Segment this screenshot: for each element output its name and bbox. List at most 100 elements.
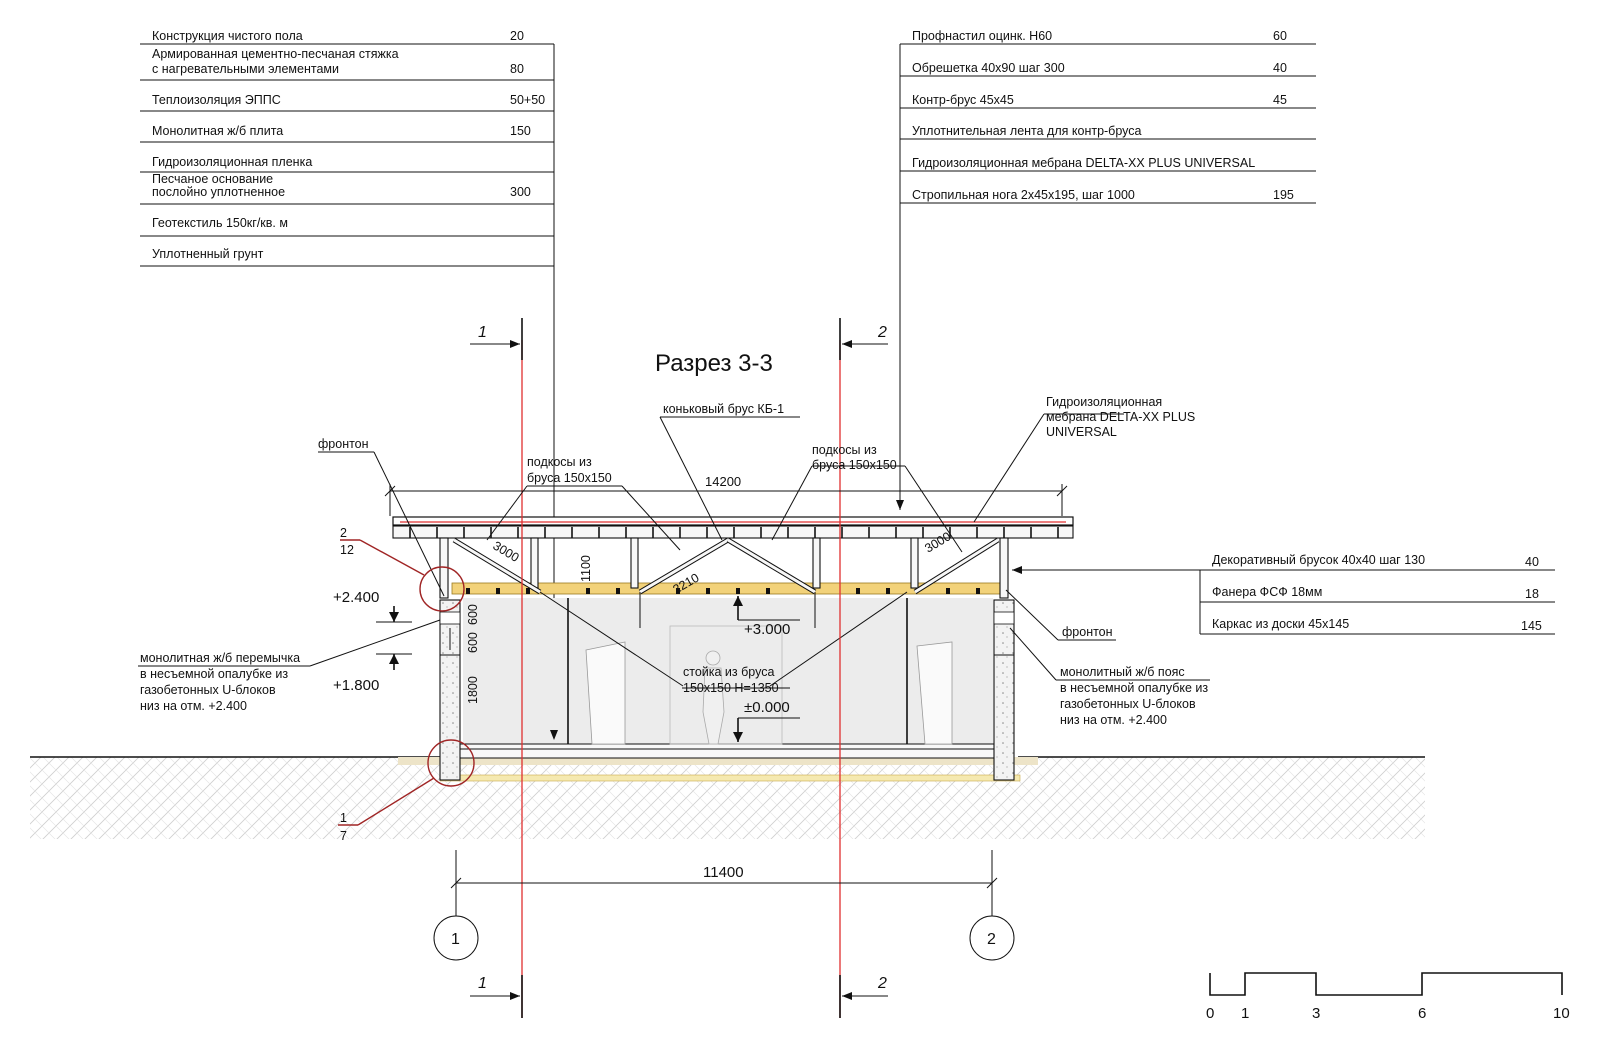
- roof-layer-2-name: Обрешетка 40х90 шаг 300: [912, 61, 1065, 75]
- section-marker-1-bottom-label: 1: [478, 975, 487, 992]
- floor-layer-7-name: Геотекстиль 150кг/кв. м: [152, 216, 288, 230]
- roof-layer-1-value: 60: [1273, 29, 1287, 43]
- label-belt-4: низ на отм. +2.400: [1060, 713, 1167, 727]
- floor-layer-6-value: 300: [510, 185, 531, 199]
- floor-layer-8-name: Уплотненный грунт: [152, 247, 264, 261]
- scale-tick-1: 1: [1241, 1005, 1249, 1022]
- floor-layer-2-name2: с нагревательными элементами: [152, 62, 339, 76]
- section-marker-1-top: 1: [470, 318, 523, 360]
- section-marker-1-bottom: 1: [470, 975, 523, 1018]
- label-membrane-3: UNIVERSAL: [1046, 425, 1117, 439]
- purlins: [409, 527, 1059, 538]
- roof-layer-3-value: 45: [1273, 93, 1287, 107]
- scale-tick-10: 10: [1553, 1005, 1570, 1022]
- roof-structure: [392, 516, 1074, 687]
- callout-top-sheet: 12: [340, 543, 354, 557]
- gable-layers-table: Декоративный брусок 40х40 шаг 130 40 Фан…: [1012, 553, 1555, 635]
- building-section: [439, 598, 1015, 781]
- floor-layer-6-name2: послойно уплотненное: [152, 185, 285, 199]
- label-belt-3: газобетонных U-блоков: [1060, 697, 1196, 711]
- detail-callout-bottom: [338, 739, 475, 826]
- floor-layer-2-value: 80: [510, 62, 524, 76]
- label-post-1: стойка из бруса: [683, 665, 774, 679]
- gable-layer-3-name: Каркас из доски 45х145: [1212, 617, 1349, 631]
- label-lintel-3: газобетонных U-блоков: [140, 683, 276, 697]
- label-braces-left-1: подкосы из: [527, 455, 592, 469]
- floor-layer-6-name: Песчаное основание: [152, 172, 273, 186]
- level-2400: +2.400: [333, 589, 379, 606]
- roof-layer-3-name: Контр-брус 45х45: [912, 93, 1014, 107]
- dim-post-height: 1100: [579, 555, 593, 582]
- scale-bar: [1209, 972, 1563, 996]
- label-fronton-right: фронтон: [1062, 625, 1113, 639]
- gable-layer-2-name: Фанера ФСФ 18мм: [1212, 585, 1322, 599]
- section-marker-2-top: 2: [839, 318, 888, 360]
- callout-top-number: 2: [340, 526, 347, 540]
- level-3000: +3.000: [744, 621, 790, 638]
- roof-layers-table: Профнастил оцинк. Н60 60 Обрешетка 40х90…: [899, 29, 1316, 510]
- dim-brace-left: 3000: [490, 539, 521, 565]
- axis-2-label: 2: [987, 931, 996, 948]
- level-0000: ±0.000: [744, 699, 790, 716]
- axis-1: [433, 910, 479, 961]
- detail-callout-top: [340, 539, 465, 612]
- axis-2: [969, 910, 1015, 961]
- label-lintel-1: монолитная ж/б перемычка: [140, 651, 300, 665]
- label-braces-right-2: бруса 150х150: [812, 458, 897, 472]
- floor-layer-4-value: 150: [510, 124, 531, 138]
- gable-layer-1-value: 40: [1525, 555, 1539, 569]
- scale-tick-6: 6: [1418, 1005, 1426, 1022]
- label-ridge-beam: коньковый брус КБ-1: [663, 402, 784, 416]
- label-post-2: 150х150 Н=1350: [683, 681, 779, 695]
- floor-layer-2-name: Армированная цементно-песчаная стяжка: [152, 47, 399, 61]
- ceiling-joists: [466, 588, 980, 594]
- roof-layer-6-value: 195: [1273, 188, 1294, 202]
- drawing-title: Разрез 3-3: [655, 350, 773, 377]
- dim-roof-span: 14200: [705, 474, 741, 489]
- roof-layer-4-name: Уплотнительная лента для контр-бруса: [912, 124, 1142, 138]
- label-fronton-left: фронтон: [318, 437, 369, 451]
- annotation-leaders: [138, 413, 1210, 740]
- roof-layer-1-name: Профнастил оцинк. Н60: [912, 29, 1052, 43]
- floor-layers-table: Конструкция чистого пола 20 Армированная…: [140, 29, 555, 740]
- level-1800: +1.800: [333, 677, 379, 694]
- axis-1-label: 1: [451, 931, 460, 948]
- section-marker-1-top-label: 1: [478, 324, 487, 341]
- label-belt-2: в несъемной опалубке из: [1060, 681, 1208, 695]
- floor-layer-1-name: Конструкция чистого пола: [152, 29, 303, 43]
- floor-layer-1-value: 20: [510, 29, 524, 43]
- label-membrane-1: Гидроизоляционная: [1046, 395, 1162, 409]
- label-lintel-2: в несъемной опалубке из: [140, 667, 288, 681]
- scale-tick-0: 0: [1206, 1005, 1214, 1022]
- label-membrane-2: мебрана DELTA-XX PLUS: [1046, 410, 1195, 424]
- gable-layer-3-value: 145: [1521, 619, 1542, 633]
- gable-layer-1-name: Декоративный брусок 40х40 шаг 130: [1212, 553, 1425, 567]
- dimension-roof-span: [384, 484, 1068, 516]
- floor-layer-5-name: Гидроизоляционная пленка: [152, 155, 312, 169]
- dim-axis-span: 11400: [703, 864, 744, 881]
- dimension-axis-span: [450, 850, 998, 910]
- floor-layer-3-name: Теплоизоляция ЭППС: [152, 93, 281, 107]
- roof-layer-2-value: 40: [1273, 61, 1287, 75]
- label-lintel-4: низ на отм. +2.400: [140, 699, 247, 713]
- level-marks-left: [376, 606, 412, 670]
- section-marker-2-bottom-label: 2: [877, 975, 887, 992]
- dim-wall-upper-1: 600: [466, 632, 480, 653]
- floor-layer-4-name: Монолитная ж/б плита: [152, 124, 283, 138]
- dim-wall-upper-2: 600: [466, 604, 480, 625]
- roof-layer-6-name: Стропильная нога 2х45х195, шаг 1000: [912, 188, 1135, 202]
- gable-layer-2-value: 18: [1525, 587, 1539, 601]
- label-braces-left-2: бруса 150х150: [527, 471, 612, 485]
- dim-wall-lower: 1800: [466, 676, 480, 704]
- scale-tick-3: 3: [1312, 1005, 1320, 1022]
- section-marker-2-bottom: 2: [839, 975, 888, 1018]
- ground: [30, 756, 1425, 839]
- label-braces-right-1: подкосы из: [812, 443, 877, 457]
- callout-bottom-sheet: 7: [340, 829, 347, 843]
- floor-layer-3-value: 50+50: [510, 93, 545, 107]
- section-marker-2-top-label: 2: [877, 324, 887, 341]
- level-marks-center: [733, 596, 800, 742]
- callout-bottom-number: 1: [340, 811, 347, 825]
- roof-layer-5-name: Гидроизоляционная мебрана DELTA-XX PLUS …: [912, 156, 1255, 170]
